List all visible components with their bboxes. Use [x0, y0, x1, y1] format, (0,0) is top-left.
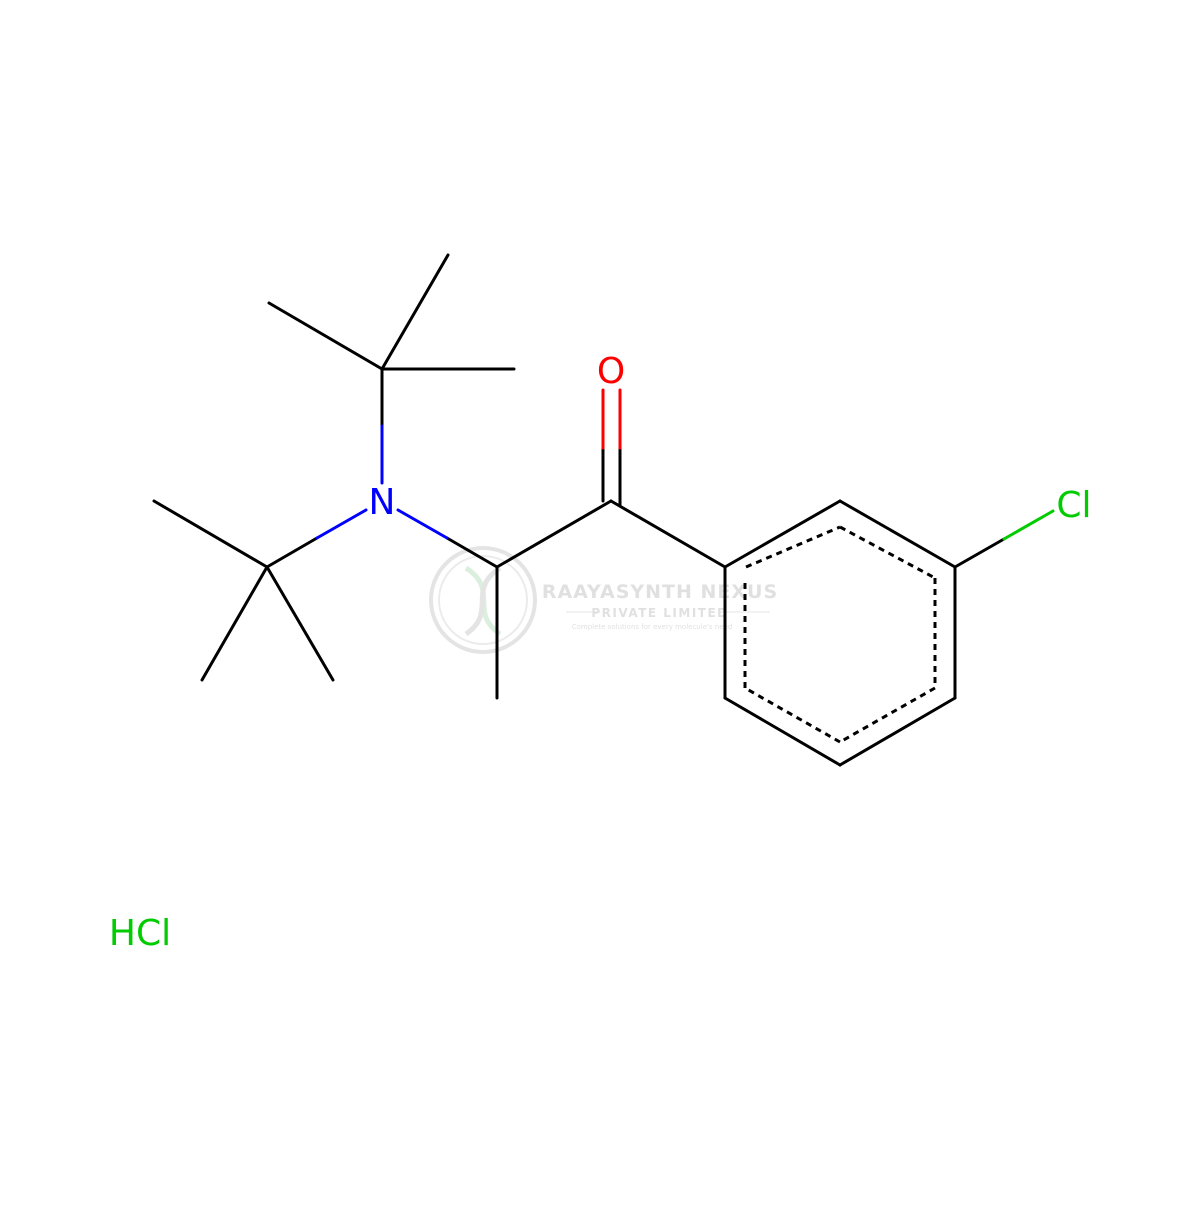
bond-ring-to-cl-carbon-half: [953, 537, 1006, 569]
watermark-helix-strand-icon: [464, 565, 502, 637]
bond-group-carbon: [152, 253, 1006, 767]
bond-n-to-alpha-carbon-half: [445, 536, 499, 569]
aromatic-bond-5: [744, 686, 841, 744]
chlorine-atom-label: Cl: [1056, 485, 1091, 526]
nitrogen-atom-label: N: [369, 482, 396, 523]
bond-tbu1-methyl-a: [380, 253, 450, 371]
oxygen-atom-label: O: [597, 351, 625, 392]
bond-tbu2-methyl-b: [200, 565, 269, 682]
watermark-logo-inner-ring: [438, 555, 528, 645]
bond-tbu2-methyl-c: [265, 565, 335, 682]
bond-group-heteroatom: [315, 388, 1055, 541]
bond-ring-5: [723, 696, 842, 767]
watermark: RAAYASYNTH NEXUS PRIVATE LIMITED Complet…: [429, 546, 778, 654]
aromatic-ring: [743, 525, 937, 744]
watermark-company: RAAYASYNTH NEXUS: [542, 581, 778, 603]
bond-ring-2: [838, 499, 957, 569]
hcl-salt-label: HCl: [109, 913, 171, 954]
watermark-logo-ring: [429, 546, 537, 654]
bond-tbu2-methyl-a: [152, 499, 269, 569]
bond-tbu1-methyl-b: [267, 301, 384, 371]
aromatic-bond-4: [839, 686, 936, 744]
bond-tbu2-to-n-carbon-half: [265, 536, 319, 569]
bond-tbu2-to-n-nitrogen-half: [315, 508, 368, 540]
bond-alpha-to-carbonyl: [495, 499, 613, 569]
bond-n-to-alpha-nitrogen-half: [396, 508, 449, 540]
bond-ring-4: [838, 696, 957, 767]
watermark-tagline: Complete solutions for every molecule's …: [572, 623, 733, 631]
bond-ring-to-cl-chlorine-half: [1002, 509, 1055, 541]
watermark-subtitle: PRIVATE LIMITED: [591, 606, 728, 620]
bond-carbonyl-to-ring: [609, 499, 727, 569]
bond-ring-1: [723, 499, 842, 569]
aromatic-bond-2: [839, 525, 936, 580]
